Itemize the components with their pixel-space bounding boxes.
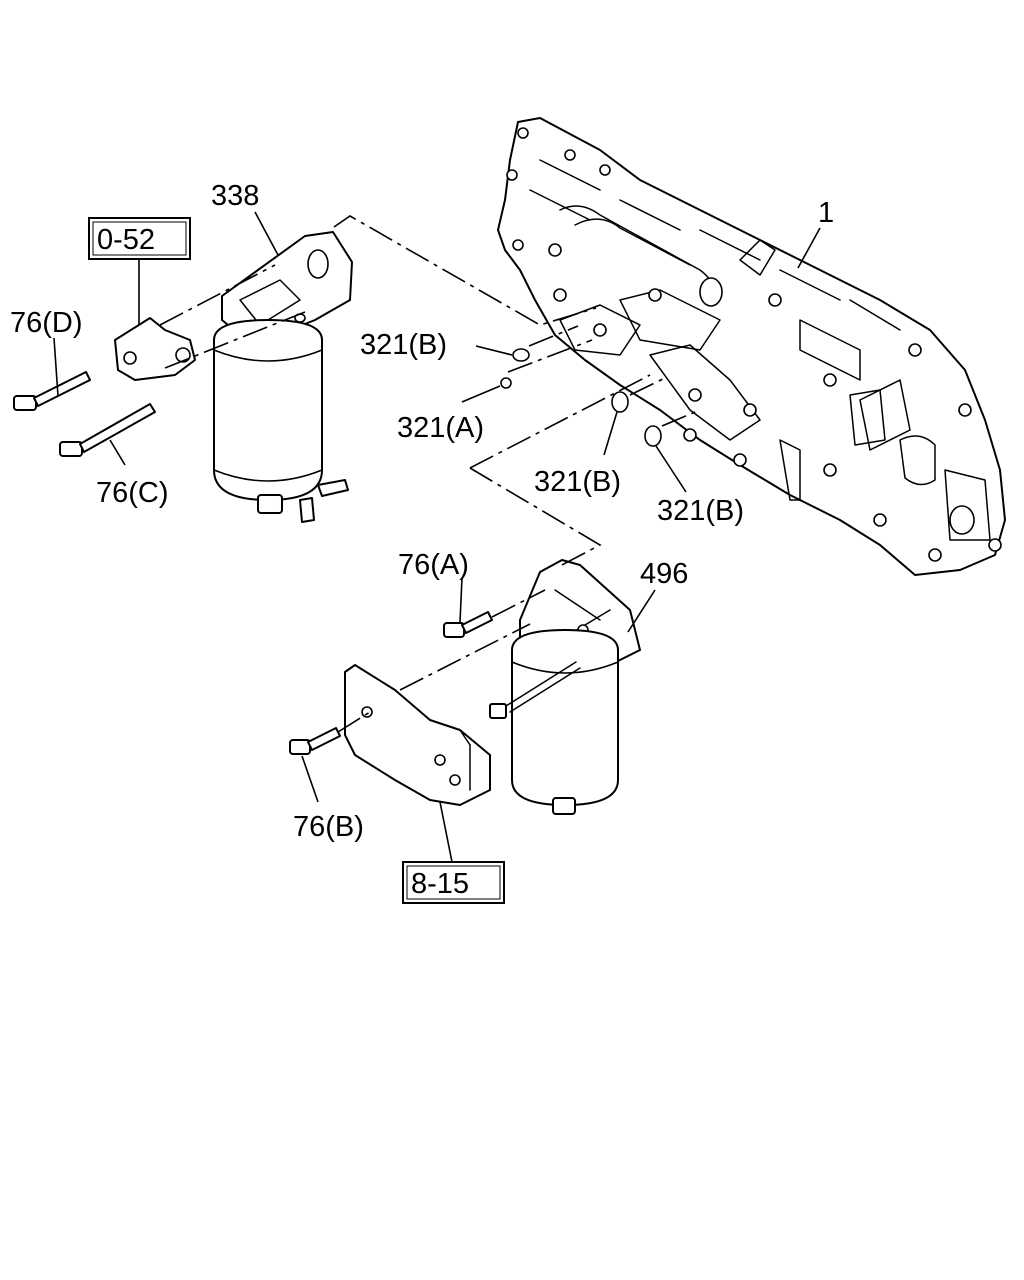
o-ring-321b-right xyxy=(644,425,662,447)
small-bracket xyxy=(114,317,196,381)
o-ring-321b-mid xyxy=(611,391,629,413)
o-ring-321b-top xyxy=(512,348,530,362)
label-part-76b: 76(B) xyxy=(293,811,364,843)
label-part-76d: 76(D) xyxy=(10,307,83,339)
reference-label-8-15: 8-15 xyxy=(411,868,469,900)
label-part-321b-right: 321(B) xyxy=(657,495,744,527)
fuel-filter-part-496 xyxy=(489,559,641,815)
engine-housing-part-1 xyxy=(497,117,1006,576)
label-part-496: 496 xyxy=(640,558,688,590)
filter-bracket xyxy=(344,664,491,806)
label-part-1: 1 xyxy=(818,197,834,229)
leader-lines xyxy=(53,211,821,863)
bolt-76a xyxy=(443,611,493,638)
o-ring-321a xyxy=(500,377,512,389)
bolt-76b xyxy=(289,727,341,755)
reference-box-8-15: 8-15 xyxy=(402,861,505,904)
reference-box-0-52: 0-52 xyxy=(88,217,191,260)
bolt-76d xyxy=(13,371,91,411)
label-part-321b-mid: 321(B) xyxy=(534,466,621,498)
assembly-lines xyxy=(159,215,701,733)
label-part-321a: 321(A) xyxy=(397,412,484,444)
label-part-338: 338 xyxy=(211,180,259,212)
fuel-filter-part-338 xyxy=(213,231,353,523)
reference-label-0-52: 0-52 xyxy=(97,224,155,256)
label-part-76c: 76(C) xyxy=(96,477,169,509)
label-part-321b-top: 321(B) xyxy=(360,329,447,361)
bolt-76c xyxy=(59,403,156,457)
label-part-76a: 76(A) xyxy=(398,549,469,581)
